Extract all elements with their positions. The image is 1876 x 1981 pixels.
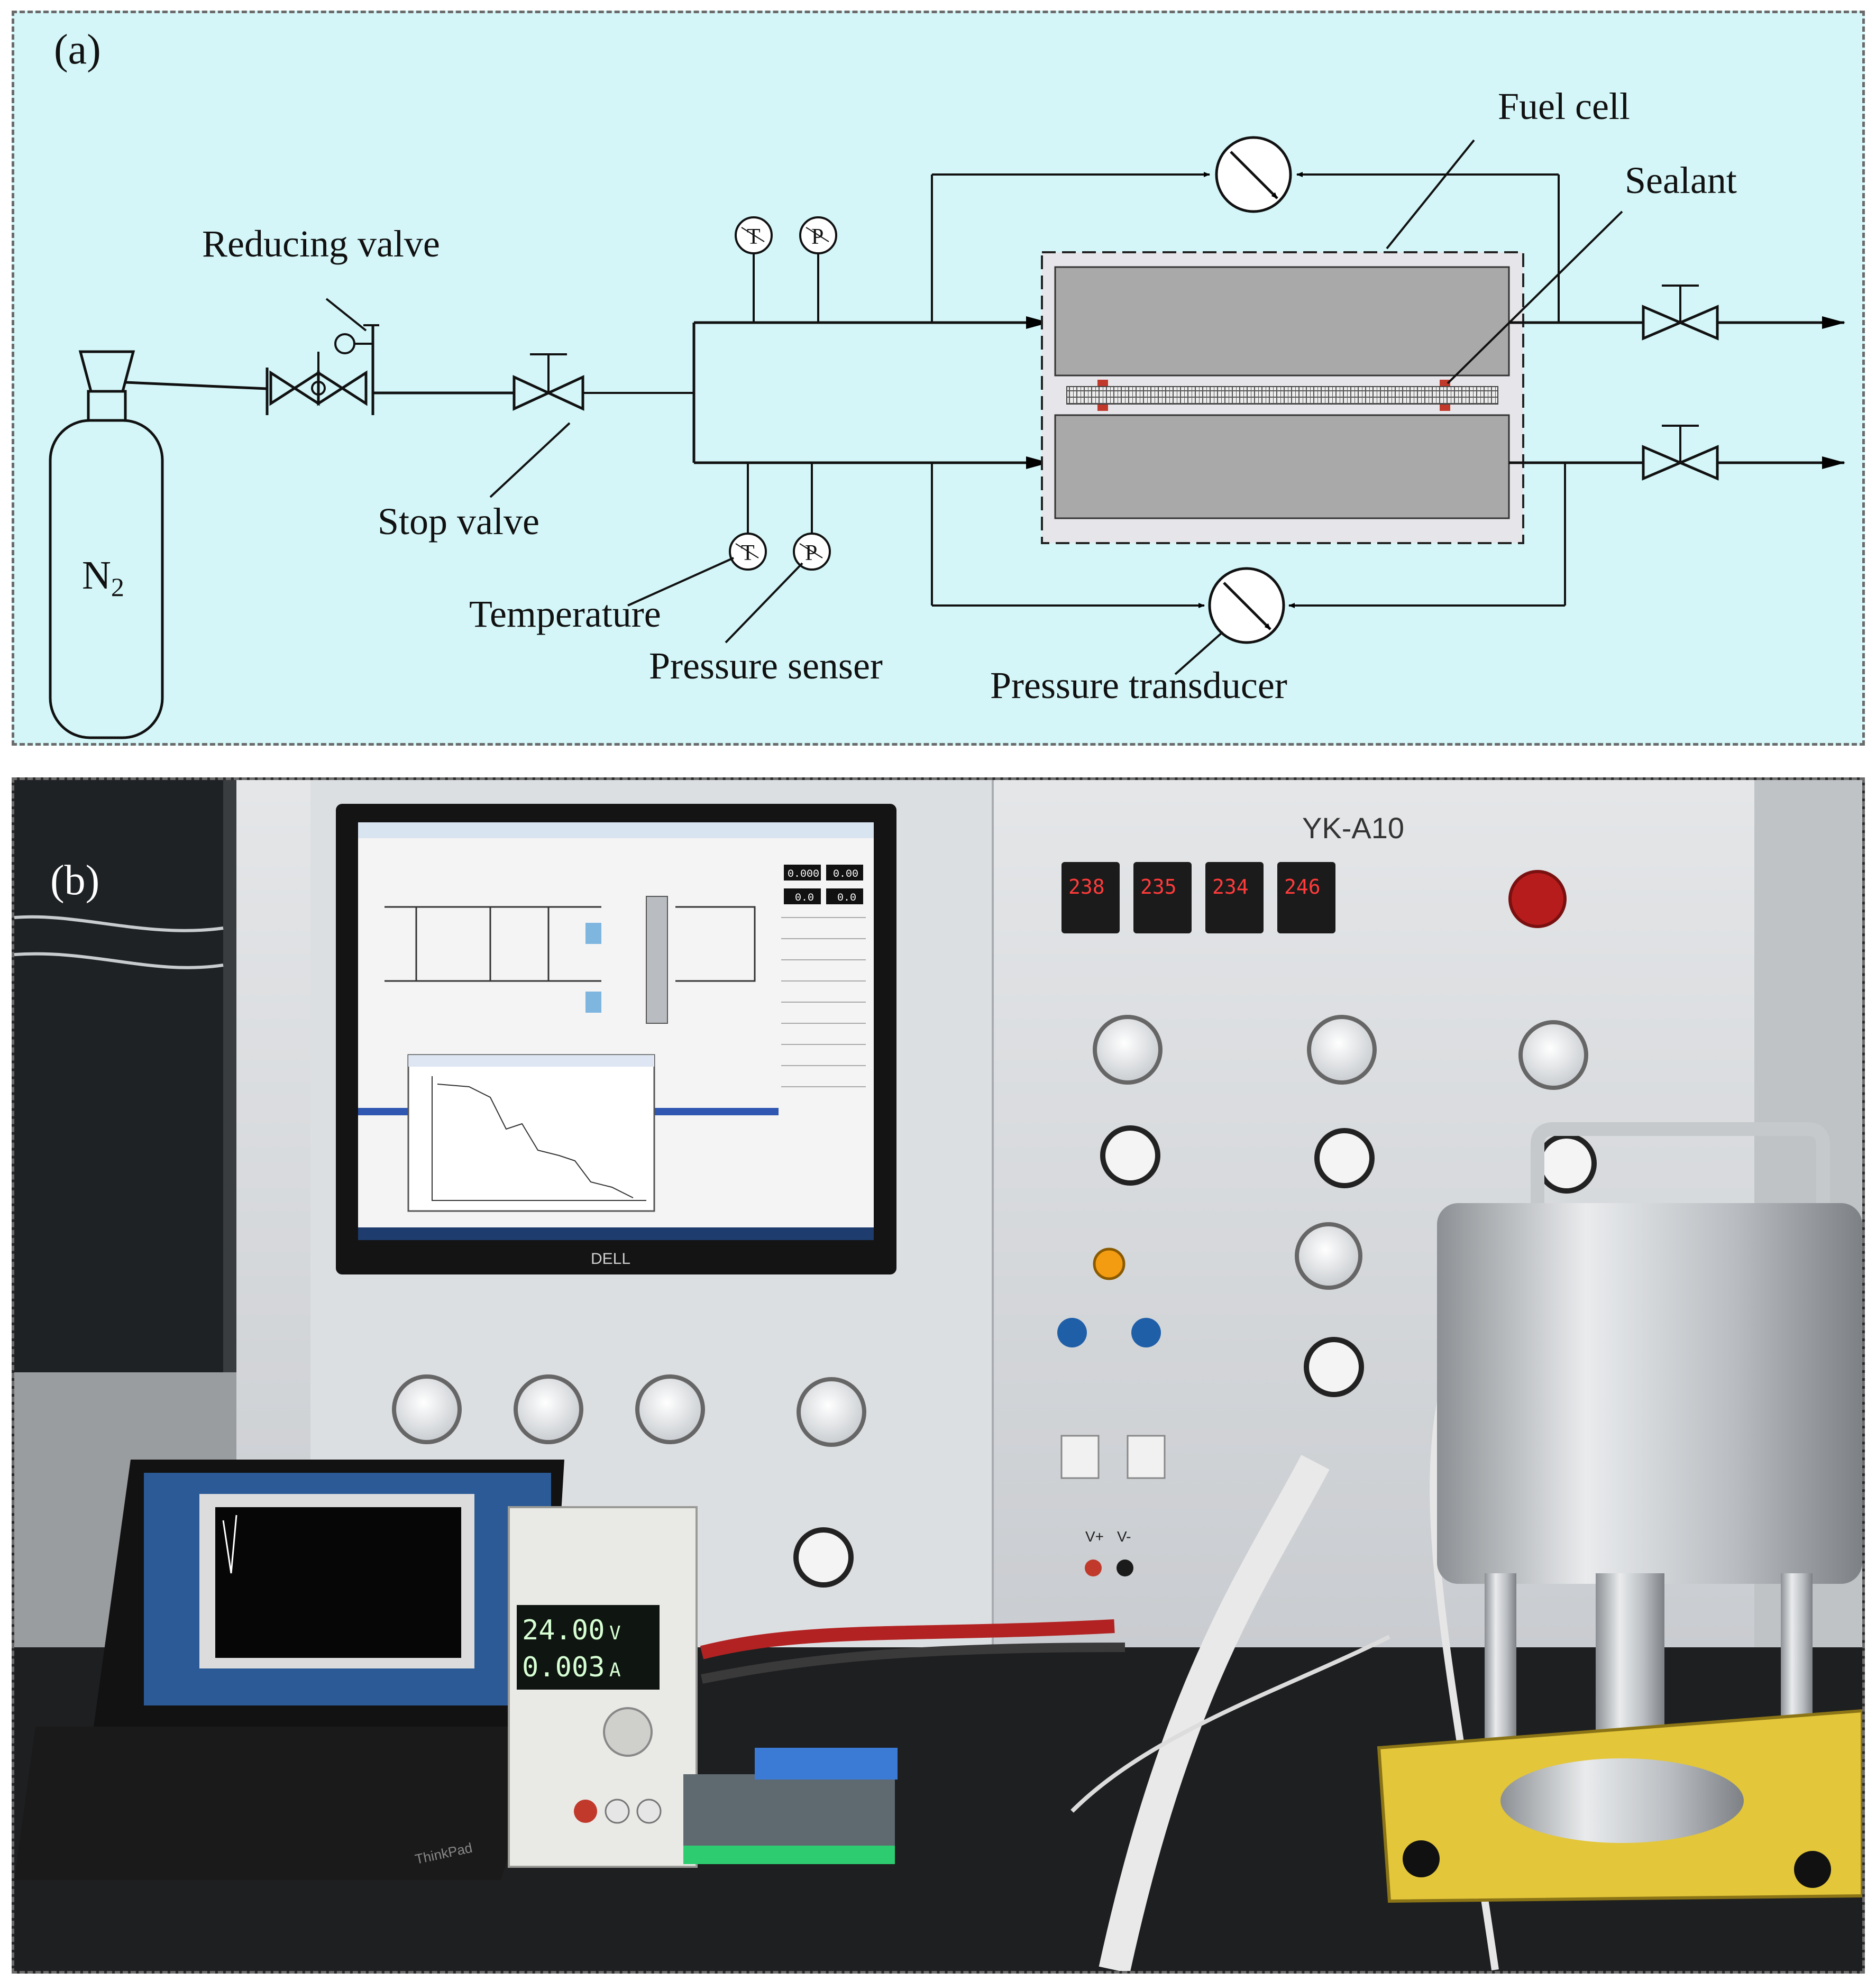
terminal-label-vminus: V- (1117, 1528, 1131, 1545)
nitrogen-cylinder: N2 (49, 350, 164, 739)
sealant-mark-left-top (1097, 380, 1108, 386)
controller-reading-2: 235 (1140, 875, 1177, 898)
screen-value-4: 0.0 (837, 892, 856, 904)
panel-b-label-box: (b) (50, 857, 99, 905)
fuel-cell (1041, 251, 1524, 544)
terminal-label-vplus: V+ (1085, 1528, 1104, 1545)
outlet-valve-bottom (1642, 425, 1719, 481)
screen-value-3: 0.0 (795, 892, 814, 904)
pressure-transducer-label: Pressure transducer (990, 664, 1287, 707)
reducing-valve-symbol (266, 324, 379, 415)
power-supply-voltage-unit: V (609, 1622, 621, 1644)
equipment-model: YK-A10 (1302, 811, 1404, 845)
pressure-transducer-bottom (1208, 567, 1285, 644)
screen-value-1: 0.000 (788, 868, 819, 881)
stop-valve-symbol (513, 353, 584, 411)
schematic-svg: (a) N2 Reducing valve Stop valve (49, 26, 1845, 739)
panel-a-label: (a) (54, 26, 101, 73)
pressure-senser-label: Pressure senser (649, 645, 883, 687)
sealant-mark-right-top (1440, 380, 1450, 386)
monitor-brand: DELL (591, 1250, 630, 1268)
panel-b-photo: 0.000 0.00 0.0 0.0 DELL YK-A10 238 235 2… (12, 777, 1865, 1974)
svg-text:P: P (805, 541, 817, 565)
controller-reading-4: 246 (1284, 875, 1321, 898)
reducing-valve-label: Reducing valve (202, 223, 440, 265)
temperature-gauge-top: T (735, 216, 773, 254)
svg-text:P: P (811, 225, 823, 249)
pressure-transducer-top (1215, 136, 1292, 213)
power-supply-current-unit: A (609, 1659, 621, 1681)
laptop: ThinkPad (14, 1460, 564, 1880)
svg-text:T: T (741, 541, 755, 565)
controller-reading-1: 238 (1068, 875, 1105, 898)
controller-reading-3: 234 (1212, 875, 1249, 898)
temperature-gauge-bottom: T (729, 533, 767, 571)
membrane (1066, 386, 1498, 405)
sealant-mark-right-bottom (1440, 405, 1450, 411)
pressure-gauge-top: P (799, 216, 837, 254)
temperature-controllers: 238 235 234 246 (1061, 862, 1335, 933)
cylinder-label: N2 (82, 553, 124, 602)
power-supply-current: 0.003 (522, 1652, 605, 1683)
fuel-cell-label: Fuel cell (1498, 85, 1630, 127)
fuel-cell-fixture (1377, 1122, 1862, 1903)
dc-power-supply: 24.00 V 0.003 A (508, 1506, 698, 1868)
stop-valve-label: Stop valve (378, 500, 539, 543)
photo-illustration-svg: 0.000 0.00 0.0 0.0 DELL YK-A10 238 235 2… (14, 780, 1862, 1971)
sealant-label: Sealant (1625, 159, 1737, 201)
emergency-stop-button (1508, 870, 1567, 928)
monitor: 0.000 0.00 0.0 0.0 DELL (336, 804, 896, 1274)
temperature-label: Temperature (469, 593, 661, 635)
pressure-gauges (392, 1015, 1597, 1588)
outlet-valve-top (1642, 285, 1719, 341)
panel-b-label: (b) (50, 857, 100, 904)
panel-a-schematic: (a) N2 Reducing valve Stop valve (12, 11, 1865, 746)
sealant-mark-left-bottom (1097, 405, 1108, 411)
svg-text:T: T (747, 225, 761, 249)
power-supply-voltage: 24.00 (522, 1615, 605, 1646)
pressure-gauge-bottom: P (793, 533, 831, 571)
screen-value-2: 0.00 (833, 868, 858, 881)
